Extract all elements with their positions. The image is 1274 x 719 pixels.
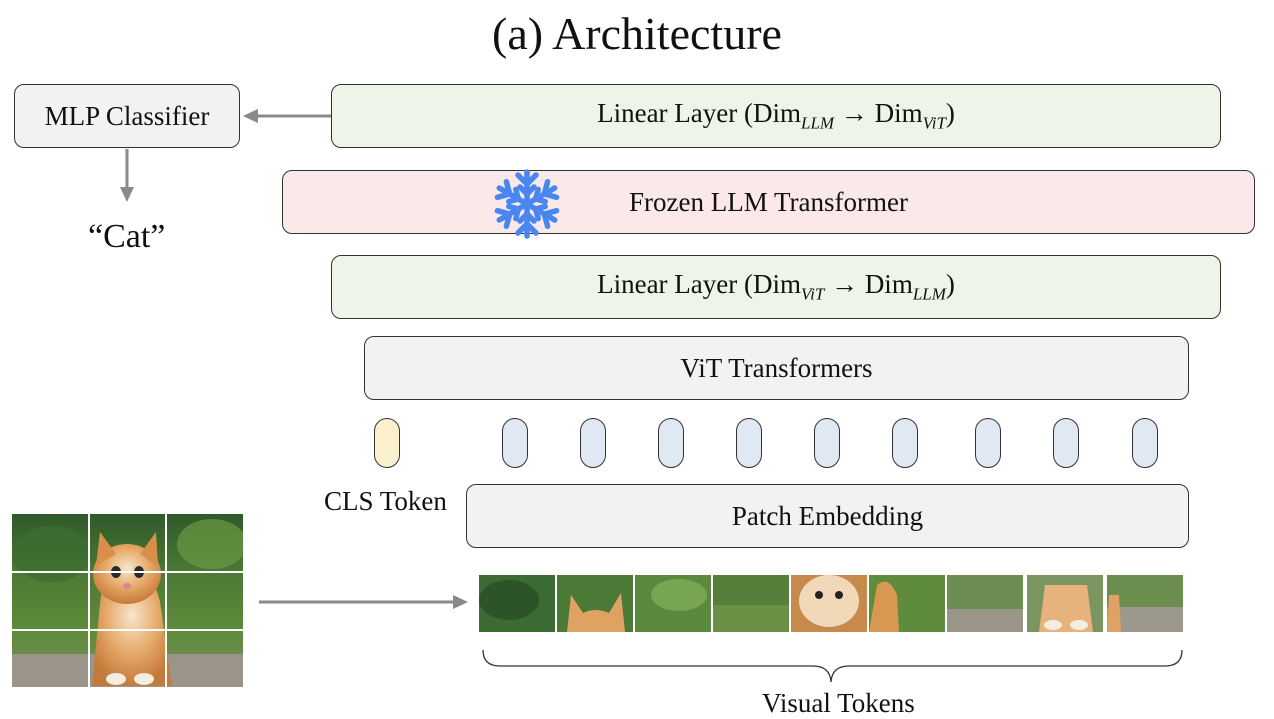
arrowhead — [243, 109, 258, 123]
visual-tokens-brace — [482, 649, 1183, 683]
output-label: “Cat” — [88, 218, 166, 255]
visual-tokens-label: Visual Tokens — [762, 688, 915, 718]
kitten-image — [12, 514, 243, 687]
linear-layer-bottom-label: Linear Layer (DimViT → DimLLM) — [597, 269, 955, 304]
patch-image — [947, 575, 1023, 632]
vit-transformers-label: ViT Transformers — [680, 352, 873, 383]
vit-transformers-box: ViT Transformers — [364, 336, 1189, 400]
patch-image — [713, 575, 789, 632]
patch-image — [557, 575, 633, 632]
frozen-llm-label: Frozen LLM Transformer — [629, 186, 908, 217]
frozen-llm-box: Frozen LLM Transformer — [282, 170, 1255, 234]
patch-embedding-label: Patch Embedding — [731, 500, 924, 531]
patch-image — [791, 575, 867, 632]
cls-token — [374, 418, 400, 468]
patch-token — [892, 418, 918, 468]
patch-image — [635, 575, 711, 632]
linear-layer-bottom-box: Linear Layer (DimViT → DimLLM) — [331, 255, 1221, 319]
patch-image — [869, 575, 945, 632]
linear-layer-top-box: Linear Layer (DimLLM → DimViT) — [331, 84, 1221, 148]
patch-token — [658, 418, 684, 468]
cls-token-label: CLS Token — [324, 486, 447, 516]
patch-token — [736, 418, 762, 468]
arrowhead — [120, 187, 134, 202]
mlp-classifier-label: MLP Classifier — [44, 100, 210, 131]
patch-token — [814, 418, 840, 468]
patch-image — [1107, 575, 1183, 632]
patch-embedding-box: Patch Embedding — [466, 484, 1189, 548]
snowflake-icon — [492, 169, 562, 240]
patch-token — [1053, 418, 1079, 468]
patch-token — [1132, 418, 1158, 468]
image-patches-strip — [479, 575, 1183, 632]
linear-layer-top-label: Linear Layer (DimLLM → DimViT) — [597, 98, 955, 133]
diagram-title: (a) Architecture — [492, 8, 782, 59]
arrowhead — [453, 595, 468, 609]
patch-image — [479, 575, 555, 632]
patch-token — [975, 418, 1001, 468]
patch-token — [502, 418, 528, 468]
patch-token — [580, 418, 606, 468]
patch-image — [1027, 575, 1103, 632]
mlp-classifier-box: MLP Classifier — [14, 84, 240, 148]
